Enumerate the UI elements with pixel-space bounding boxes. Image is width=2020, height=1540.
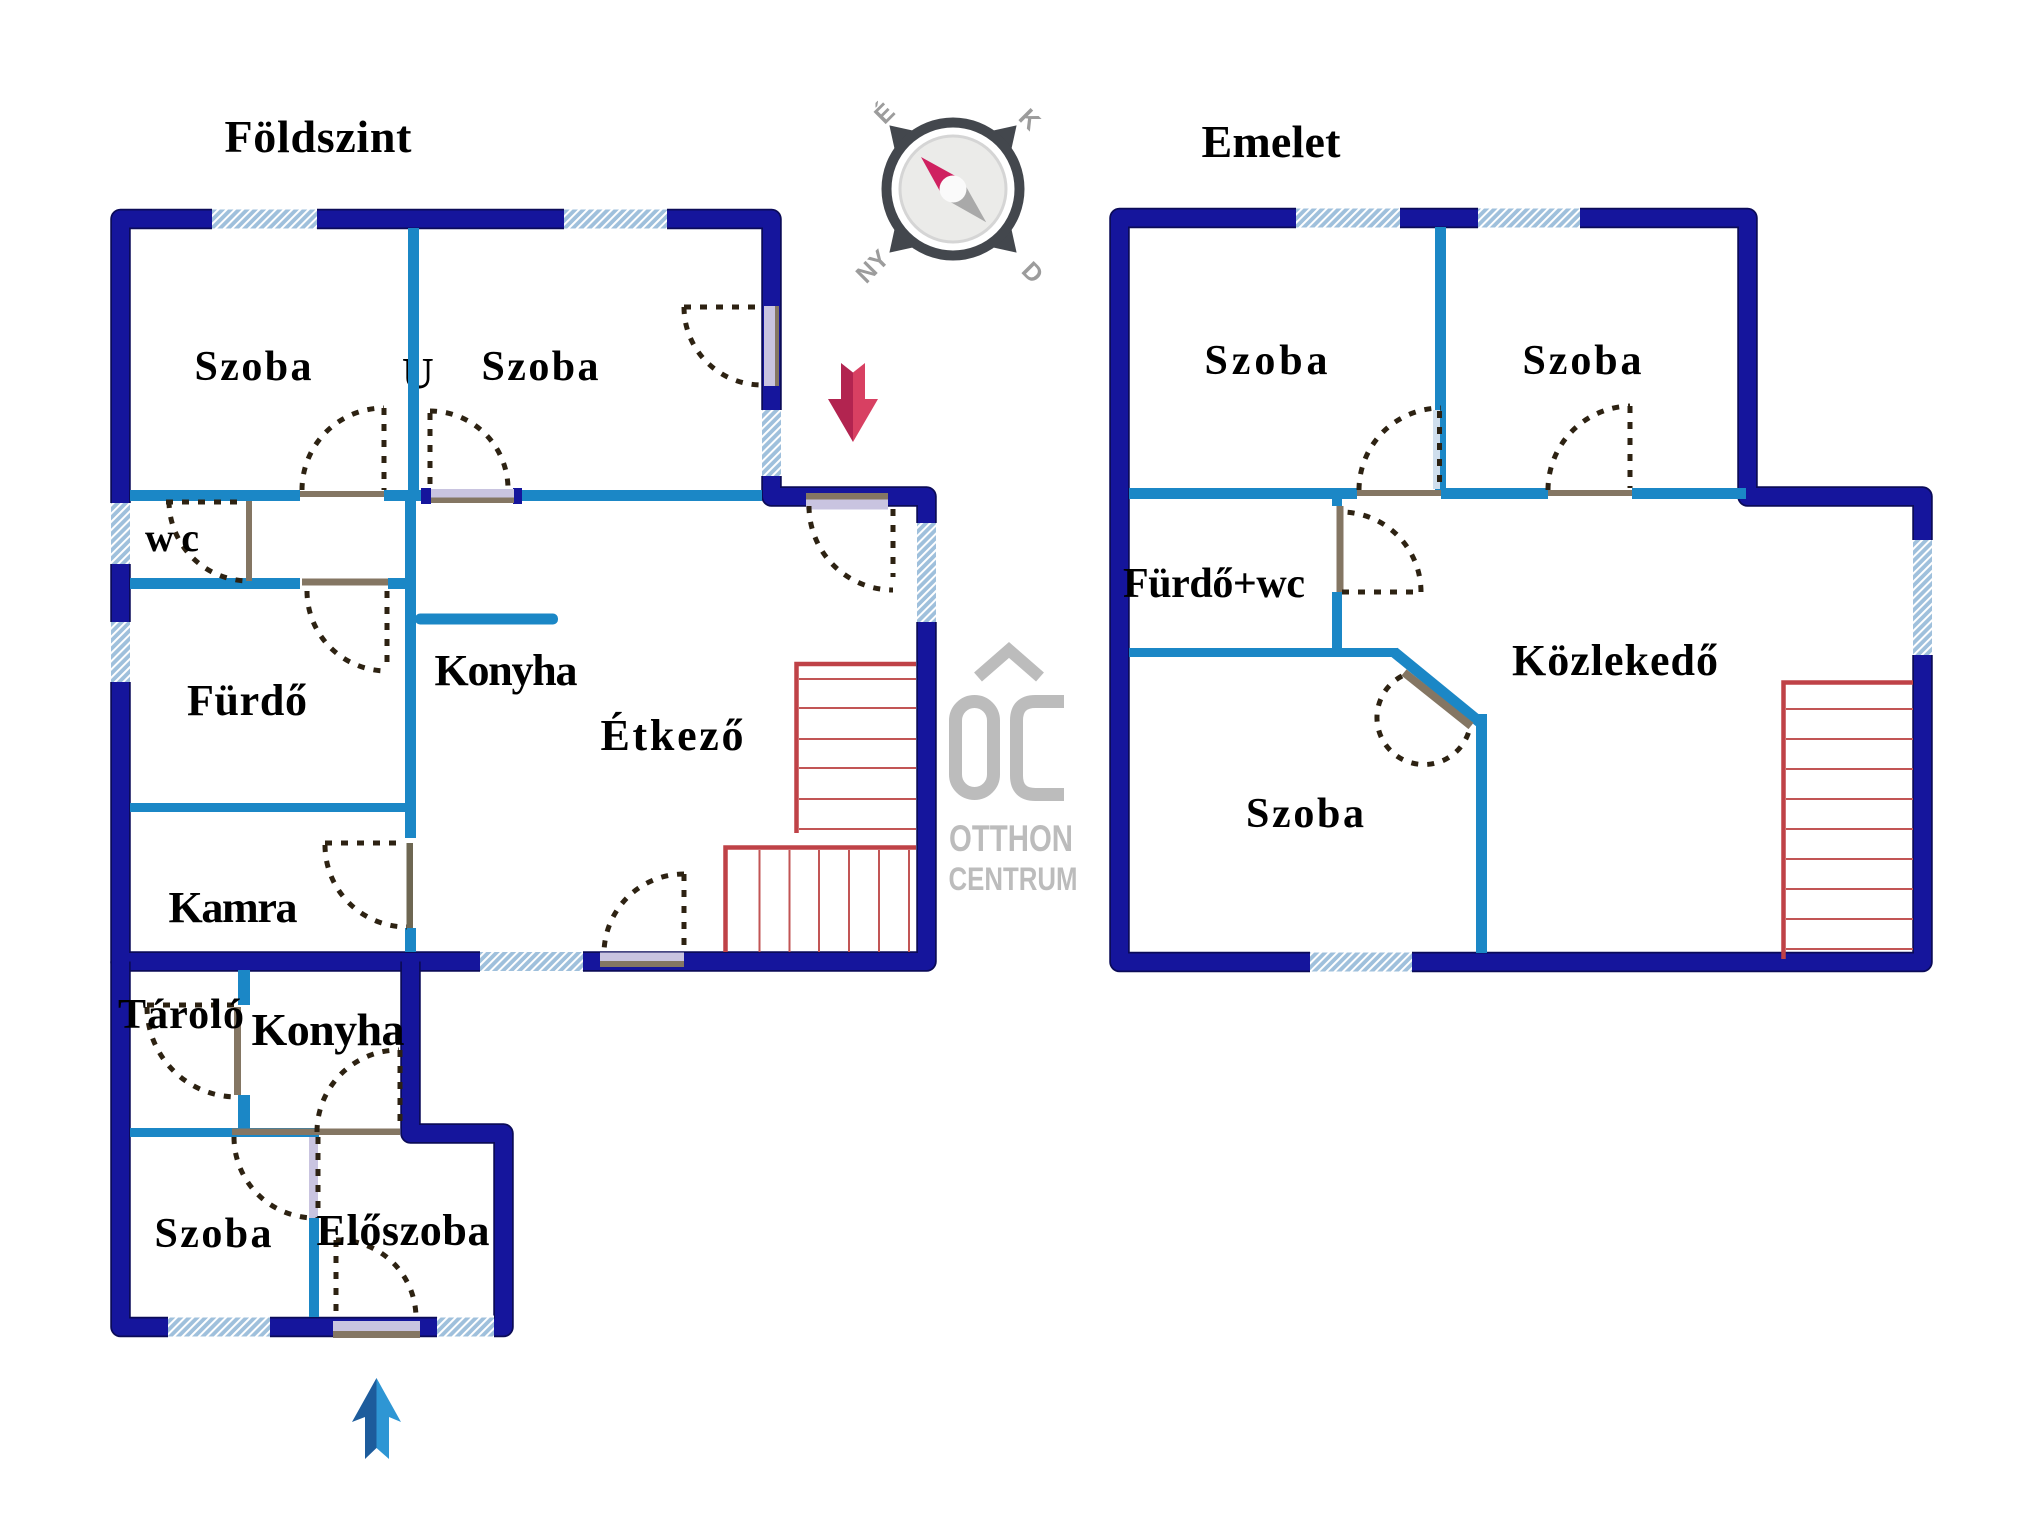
- svg-text:Emelet: Emelet: [1202, 116, 1342, 167]
- svg-text:OTTHON: OTTHON: [949, 818, 1073, 859]
- svg-text:Konyha: Konyha: [435, 646, 578, 695]
- svg-text:CENTRUM: CENTRUM: [949, 861, 1078, 897]
- svg-text:Szoba: Szoba: [155, 1211, 272, 1257]
- svg-text:wc: wc: [145, 515, 199, 560]
- svg-text:Földszint: Földszint: [225, 111, 413, 162]
- svg-text:Szoba: Szoba: [195, 344, 312, 390]
- svg-text:Fürdő: Fürdő: [187, 676, 307, 725]
- svg-text:Tároló: Tároló: [118, 992, 244, 1038]
- svg-text:Szoba: Szoba: [1205, 338, 1328, 384]
- svg-text:Fürdő+wc: Fürdő+wc: [1123, 561, 1305, 607]
- svg-text:Kamra: Kamra: [169, 883, 298, 932]
- svg-text:Étkező: Étkező: [601, 711, 744, 760]
- svg-text:Szoba: Szoba: [482, 344, 599, 390]
- svg-text:Szoba: Szoba: [1523, 338, 1642, 384]
- svg-text:Előszoba: Előszoba: [317, 1206, 490, 1255]
- svg-text:Konyha: Konyha: [252, 1004, 405, 1055]
- svg-text:Közlekedő: Közlekedő: [1512, 636, 1718, 685]
- svg-text:Szoba: Szoba: [1246, 791, 1364, 837]
